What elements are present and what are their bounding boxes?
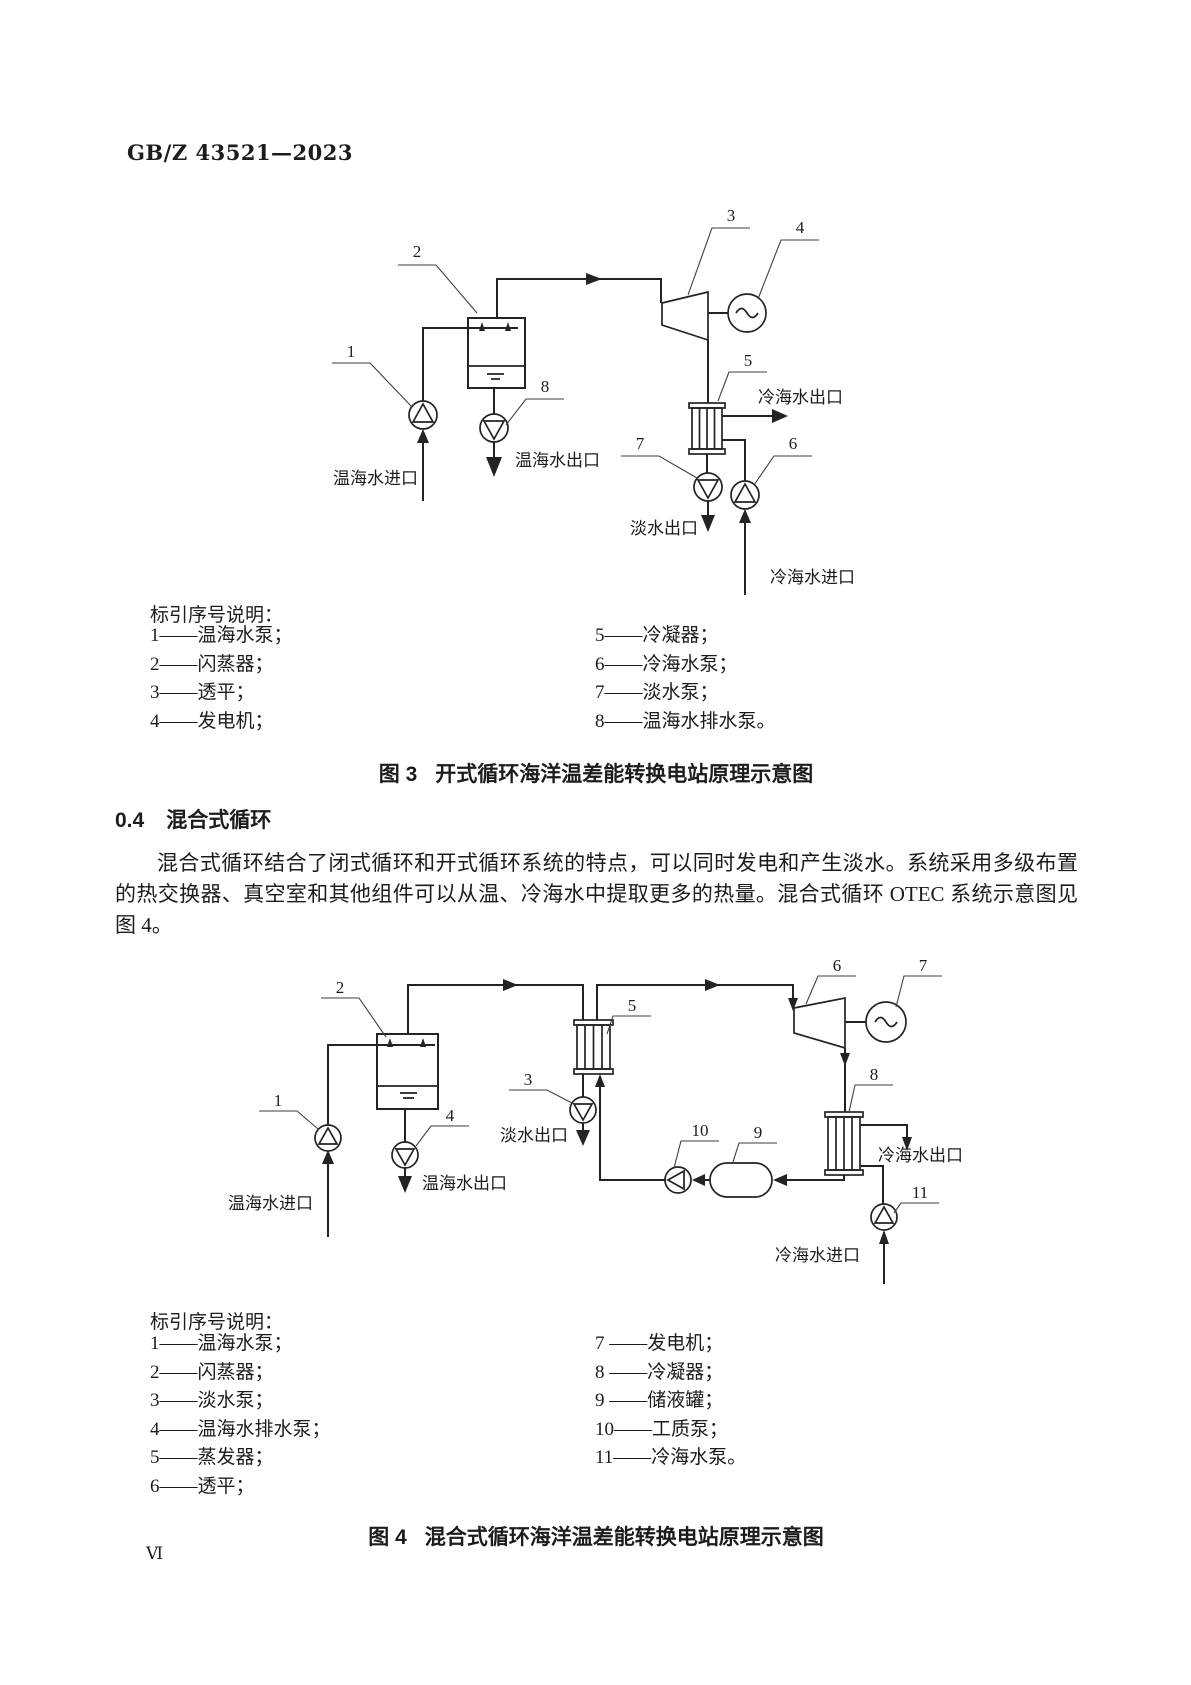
fig4-callout-leaders — [259, 975, 942, 1214]
fig3-callout-3: 3 — [727, 206, 736, 225]
fig3-callout-5: 5 — [744, 351, 753, 370]
figure4-legend-title: 标引序号说明： — [150, 1312, 284, 1333]
fig4-warm-discharge-pump — [391, 1141, 419, 1169]
legend-item: 10——工质泵； — [595, 1418, 729, 1440]
fig3-cold-outlet-label: 冷海水出口 — [758, 388, 843, 407]
fig3-callout-1: 1 — [347, 342, 356, 361]
fig4-warm-inlet-label: 温海水进口 — [228, 1194, 313, 1213]
fig4-working-fluid-pump — [664, 1166, 692, 1194]
section-paragraph: 混合式循环结合了闭式循环和开式循环系统的特点，可以同时发电和产生淡水。系统采用多… — [115, 851, 1078, 937]
legend-item: 2——闪蒸器； — [150, 653, 274, 675]
fig3-callout-4: 4 — [796, 218, 805, 237]
fig3-turbine — [661, 290, 709, 342]
fig3-flash-evaporator — [467, 317, 526, 389]
legend-item: 6——冷海水泵； — [595, 653, 738, 675]
fig3-cold-seawater-pump — [730, 480, 760, 510]
fig4-warm-outlet-label: 温海水出口 — [422, 1174, 507, 1193]
figure3-caption: 图 3 开式循环海洋温差能转换电站原理示意图 — [115, 758, 1077, 788]
legend-item: 1——温海水泵； — [150, 1333, 293, 1354]
fig3-callout-8: 8 — [541, 377, 550, 396]
figure3-legend-title: 标引序号说明： — [150, 605, 284, 626]
figure3-caption-text: 开式循环海洋温差能转换电站原理示意图 — [435, 763, 814, 786]
legend-item: 4——发电机； — [150, 710, 274, 732]
figure3-legend-left: 1——温海水泵； 2——闪蒸器； 3——透平； 4——发电机； — [150, 622, 293, 736]
fig3-callout-leaders — [332, 227, 819, 486]
fig4-callout-4: 4 — [446, 1106, 455, 1125]
fig3-warm-discharge-pump — [479, 413, 509, 443]
fig4-storage-tank — [709, 1162, 773, 1198]
section-number: 0.4 — [115, 809, 145, 832]
fig4-condenser — [824, 1111, 864, 1176]
fig3-callout-7: 7 — [636, 434, 645, 453]
fig3-warm-seawater-pump — [408, 400, 438, 430]
fig4-cold-outlet-label: 冷海水出口 — [878, 1146, 963, 1165]
fig4-fresh-outlet-label: 淡水出口 — [500, 1126, 568, 1145]
fig4-callout-3: 3 — [524, 1070, 533, 1089]
fig3-fresh-water-pump — [693, 472, 723, 502]
fig4-callout-6: 6 — [833, 956, 842, 975]
fig4-callout-11: 11 — [912, 1183, 928, 1202]
fig4-cold-seawater-pump — [870, 1203, 898, 1231]
fig4-callout-2: 2 — [336, 978, 345, 997]
legend-item: 2——闪蒸器； — [150, 1361, 274, 1383]
standard-code: GB/Z 43521—2023 — [127, 140, 354, 165]
legend-item: 11——冷海水泵。 — [595, 1447, 747, 1468]
fig4-cold-inlet-label: 冷海水进口 — [775, 1246, 860, 1265]
legend-item: 9 ——储液罐； — [595, 1390, 724, 1411]
figure3-diagram: 1 2 3 4 5 6 7 8 温海水进口 温海水出口 冷海水出口 淡水出口 冷… — [332, 206, 855, 595]
legend-item: 5——冷凝器； — [595, 625, 719, 646]
legend-item: 7——淡水泵； — [595, 682, 719, 703]
fig3-condenser — [688, 402, 726, 455]
fig4-warm-seawater-pump — [314, 1124, 342, 1152]
figure4-legend-right: 7 ——发电机； 8 ——冷凝器； 9 ——储液罐； 10——工质泵； 11——… — [595, 1330, 746, 1473]
figure3-caption-number: 图 3 — [378, 763, 418, 786]
page-number: Ⅵ — [146, 1544, 164, 1563]
fig3-callout-2: 2 — [413, 242, 422, 261]
fig4-turbine — [793, 996, 846, 1050]
figure3-legend-right: 5——冷凝器； 6——冷海水泵； 7——淡水泵； 8——温海水排水泵。 — [595, 622, 776, 736]
legend-item: 8——温海水排水泵。 — [595, 710, 776, 732]
fig4-pipes — [327, 984, 908, 1284]
legend-item: 1——温海水泵； — [150, 625, 293, 646]
fig3-warm-inlet-label: 温海水进口 — [333, 469, 418, 488]
fig3-warm-outlet-label: 温海水出口 — [515, 451, 600, 470]
legend-item: 5——蒸发器； — [150, 1447, 274, 1468]
fig4-evaporator — [573, 1019, 614, 1075]
figure4-caption-number: 图 4 — [368, 1526, 407, 1549]
figure4-legend-left: 1——温海水泵； 2——闪蒸器； 3——淡水泵； 4——温海水排水泵； 5——蒸… — [150, 1330, 331, 1501]
fig4-fresh-water-pump — [569, 1096, 597, 1124]
fig3-cold-inlet-label: 冷海水进口 — [770, 568, 855, 587]
legend-item: 7 ——发电机； — [595, 1333, 724, 1354]
fig3-pipes — [422, 278, 774, 595]
fig4-flow-arrows — [322, 979, 912, 1244]
fig4-callout-1: 1 — [274, 1091, 283, 1110]
fig3-flow-arrows — [417, 273, 788, 532]
fig4-callout-10: 10 — [692, 1121, 709, 1140]
fig3-fresh-outlet-label: 淡水出口 — [630, 519, 698, 538]
fig3-generator — [727, 293, 767, 333]
fig4-callout-8: 8 — [870, 1065, 879, 1084]
fig3-callout-6: 6 — [789, 434, 798, 453]
figure4-caption-text: 混合式循环海洋温差能转换电站原理示意图 — [424, 1526, 824, 1549]
fig4-callout-9: 9 — [754, 1123, 763, 1142]
fig4-flash-evaporator — [376, 1033, 439, 1110]
legend-item: 6——透平； — [150, 1475, 255, 1497]
legend-item: 3——淡水泵； — [150, 1390, 274, 1411]
figure4-caption: 图 4 混合式循环海洋温差能转换电站原理示意图 — [115, 1521, 1077, 1551]
fig4-callout-7: 7 — [919, 956, 928, 975]
section-heading: 0.4 混合式循环 — [115, 804, 271, 834]
section-title: 混合式循环 — [166, 809, 272, 832]
fig4-generator — [865, 1001, 907, 1043]
figure4-diagram: 1 2 3 4 5 6 7 8 9 10 11 温海水进口 温海水出口 淡水出口… — [228, 956, 963, 1284]
legend-item: 4——温海水排水泵； — [150, 1418, 331, 1440]
fig4-callout-5: 5 — [628, 996, 637, 1015]
legend-item: 8 ——冷凝器； — [595, 1361, 724, 1383]
legend-item: 3——透平； — [150, 682, 255, 703]
